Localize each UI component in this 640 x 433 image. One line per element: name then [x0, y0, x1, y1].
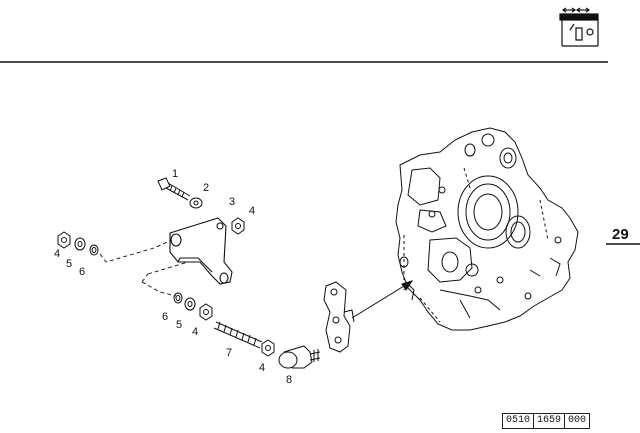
- callout-2: 2: [203, 182, 209, 194]
- callout-5: 5: [176, 319, 182, 331]
- ball-joint-part-8: [278, 345, 321, 369]
- callout-4: 4: [54, 248, 60, 260]
- callout-7: 7: [226, 347, 232, 359]
- section-number: 29: [612, 226, 629, 243]
- reference-part-3: 000: [568, 415, 587, 426]
- callout-1: 1: [172, 168, 178, 180]
- callout-6: 6: [162, 311, 168, 323]
- reference-part-2: 1659: [534, 414, 566, 428]
- engine-mount-adjust-icon: [559, 7, 599, 47]
- reference-number-box: 0510 1659 000: [502, 413, 591, 429]
- reference-part-1: 0510: [503, 414, 535, 428]
- callout-8: 8: [286, 374, 292, 386]
- callout-6: 6: [79, 266, 85, 278]
- nut-part-4-top: [231, 217, 245, 235]
- lower-dashed-guide: [141, 261, 189, 297]
- lower-fastener-stack: [173, 292, 213, 321]
- engine-block: [395, 127, 579, 331]
- callout-3: 3: [229, 196, 235, 208]
- link-plate: [323, 281, 355, 353]
- left-dashed-guide: [99, 239, 173, 263]
- washer-part-2: [189, 197, 203, 209]
- callout-4: 4: [249, 205, 255, 217]
- support-bracket: [169, 217, 233, 285]
- callout-5: 5: [66, 258, 72, 270]
- threaded-rod-part-7: [213, 321, 263, 349]
- mount-location-arrow: [351, 280, 414, 319]
- left-fastener-stack: [57, 231, 99, 256]
- callout-4: 4: [192, 326, 198, 338]
- nut-part-4-rod: [261, 339, 275, 357]
- bolt-part-1: [157, 177, 191, 201]
- callout-4: 4: [259, 362, 265, 374]
